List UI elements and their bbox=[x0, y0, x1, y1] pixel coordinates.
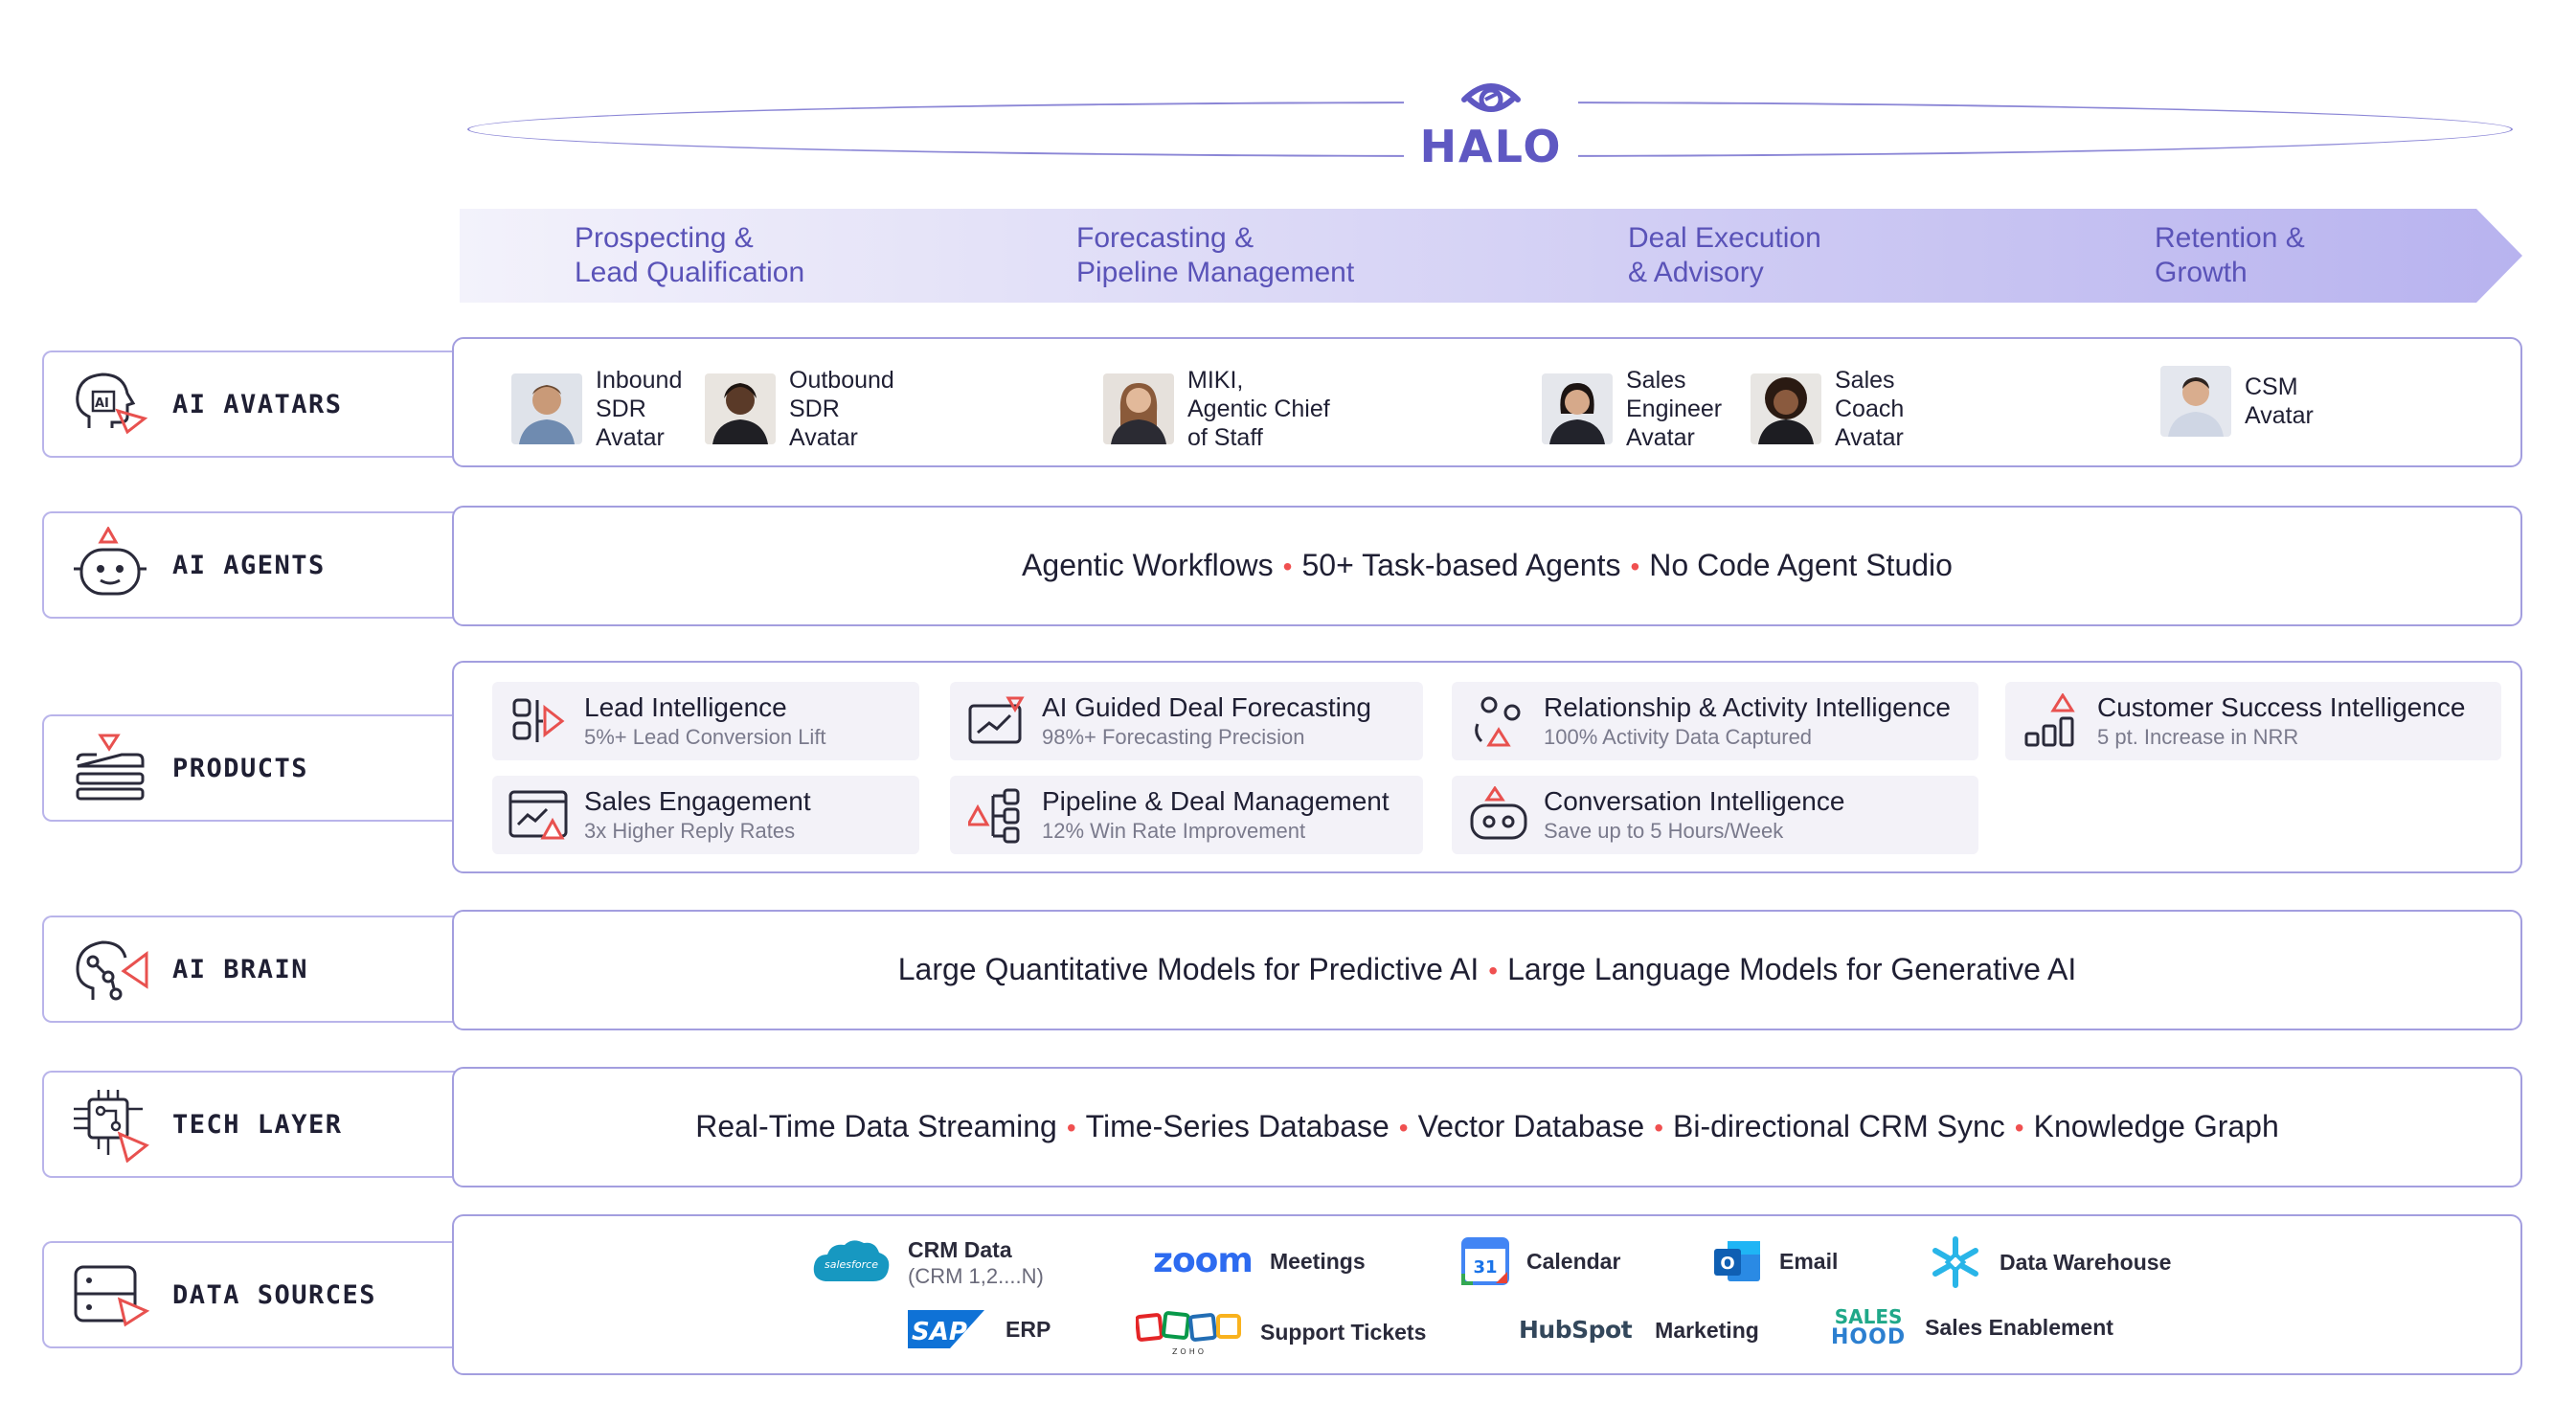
brain-models: Large Quantitative Models for Predictive… bbox=[897, 952, 2077, 986]
svg-text:ZOHO: ZOHO bbox=[1172, 1347, 1207, 1356]
agents-capabilities: Agentic Workflows•50+ Task-based Agents•… bbox=[1022, 548, 1953, 582]
row-label-ai-agents: AI AGENTS bbox=[42, 511, 463, 619]
svg-text:31: 31 bbox=[1473, 1257, 1497, 1278]
chip-circuit-icon bbox=[67, 1086, 153, 1163]
row-label-ai-brain: AI BRAIN bbox=[42, 916, 463, 1023]
snowflake-logo-icon bbox=[1932, 1236, 1978, 1288]
tech-components: Real-Time Data Streaming•Time-Series Dat… bbox=[695, 1109, 2279, 1143]
agents-item: Agentic Workflows bbox=[1022, 548, 1274, 582]
source-data-warehouse[interactable]: Data Warehouse bbox=[1929, 1235, 2171, 1289]
halo-wordmark: HALO bbox=[1419, 121, 1563, 172]
svg-text:O: O bbox=[1720, 1254, 1734, 1274]
row-label-ai-avatars: AI AI AVATARS bbox=[42, 350, 463, 458]
panel-data-sources: salesforce CRM Data(CRM 1,2....N) zoom M… bbox=[452, 1214, 2522, 1375]
panel-ai-agents: Agentic Workflows•50+ Task-based Agents•… bbox=[452, 506, 2522, 626]
growth-bars-icon bbox=[2019, 692, 2086, 750]
saleshood-logo-icon: SALES HOOD bbox=[1831, 1305, 1907, 1349]
row-label-products: PRODUCTS bbox=[42, 714, 463, 822]
avatar-photo bbox=[1542, 373, 1613, 444]
robot-agent-icon bbox=[67, 527, 153, 603]
tech-item: Real-Time Data Streaming bbox=[695, 1109, 1057, 1143]
panel-tech-layer: Real-Time Data Streaming•Time-Series Dat… bbox=[452, 1067, 2522, 1187]
avatar-photo bbox=[2160, 366, 2231, 437]
relationship-icon bbox=[1465, 692, 1532, 750]
svg-text:AI: AI bbox=[95, 396, 109, 411]
avatar-photo bbox=[511, 373, 582, 444]
layered-stack-icon bbox=[67, 730, 153, 806]
avatar-photo bbox=[1103, 373, 1174, 444]
source-sales-enablement[interactable]: SALES HOOD Sales Enablement bbox=[1831, 1305, 2113, 1349]
source-support-tickets[interactable]: ZOHO Support Tickets bbox=[1136, 1308, 1426, 1356]
source-marketing[interactable]: HubSpot Marketing bbox=[1519, 1316, 1759, 1344]
brain-item: Large Quantitative Models for Predictive… bbox=[897, 952, 1480, 986]
svg-text:salesforce: salesforce bbox=[825, 1258, 878, 1271]
zoho-logo-icon: ZOHO bbox=[1136, 1311, 1241, 1356]
tech-item: Time-Series Database bbox=[1085, 1109, 1390, 1143]
tech-item: Vector Database bbox=[1417, 1109, 1645, 1143]
agents-item: 50+ Task-based Agents bbox=[1301, 548, 1621, 582]
avatar-photo bbox=[705, 373, 776, 444]
source-erp[interactable]: SAP ERP bbox=[908, 1310, 1051, 1348]
stage-prospecting: Prospecting &Lead Qualification bbox=[575, 222, 805, 288]
row-label-data-sources: DATA SOURCES bbox=[42, 1241, 463, 1348]
ai-head-icon: AI bbox=[67, 366, 153, 442]
lead-icon bbox=[506, 692, 573, 750]
brain-icon bbox=[67, 931, 153, 1007]
brain-item: Large Language Models for Generative AI bbox=[1507, 952, 2077, 986]
engagement-window-icon bbox=[506, 786, 573, 844]
outlook-logo-icon: O bbox=[1714, 1241, 1760, 1281]
source-crm-data[interactable]: salesforce CRM Data(CRM 1,2....N) bbox=[812, 1235, 1044, 1291]
conversation-bot-icon bbox=[1465, 786, 1532, 844]
svg-text:SAP: SAP bbox=[912, 1318, 967, 1346]
source-calendar[interactable]: 31 Calendar bbox=[1461, 1237, 1620, 1285]
panel-ai-brain: Large Quantitative Models for Predictive… bbox=[452, 910, 2522, 1030]
database-server-icon bbox=[67, 1256, 153, 1333]
hubspot-logo-icon: HubSpot bbox=[1519, 1316, 1633, 1344]
tech-item: Bi-directional CRM Sync bbox=[1673, 1109, 2005, 1143]
avatar-photo bbox=[1751, 373, 1821, 444]
forecast-chart-icon bbox=[963, 692, 1030, 750]
source-meetings[interactable]: zoom Meetings bbox=[1153, 1241, 1366, 1280]
stage-deal-execution: Deal Execution& Advisory bbox=[1628, 222, 1821, 288]
pipeline-icon bbox=[963, 786, 1030, 844]
stage-retention: Retention &Growth bbox=[2155, 222, 2305, 288]
zoom-logo-icon: zoom bbox=[1153, 1241, 1254, 1280]
salesforce-logo-icon: salesforce bbox=[813, 1240, 890, 1281]
row-label-tech-layer: TECH LAYER bbox=[42, 1071, 463, 1178]
halo-logo: HALO bbox=[1419, 71, 1563, 195]
agents-item: No Code Agent Studio bbox=[1649, 548, 1953, 582]
tech-item: Knowledge Graph bbox=[2033, 1109, 2279, 1143]
stage-forecasting: Forecasting &Pipeline Management bbox=[1076, 222, 1355, 288]
halo-eye-icon bbox=[1461, 83, 1521, 112]
stage-arrow bbox=[460, 209, 2522, 303]
source-email[interactable]: O Email bbox=[1712, 1237, 1838, 1285]
sap-logo-icon: SAP bbox=[908, 1310, 984, 1348]
google-calendar-icon: 31 bbox=[1461, 1237, 1509, 1285]
